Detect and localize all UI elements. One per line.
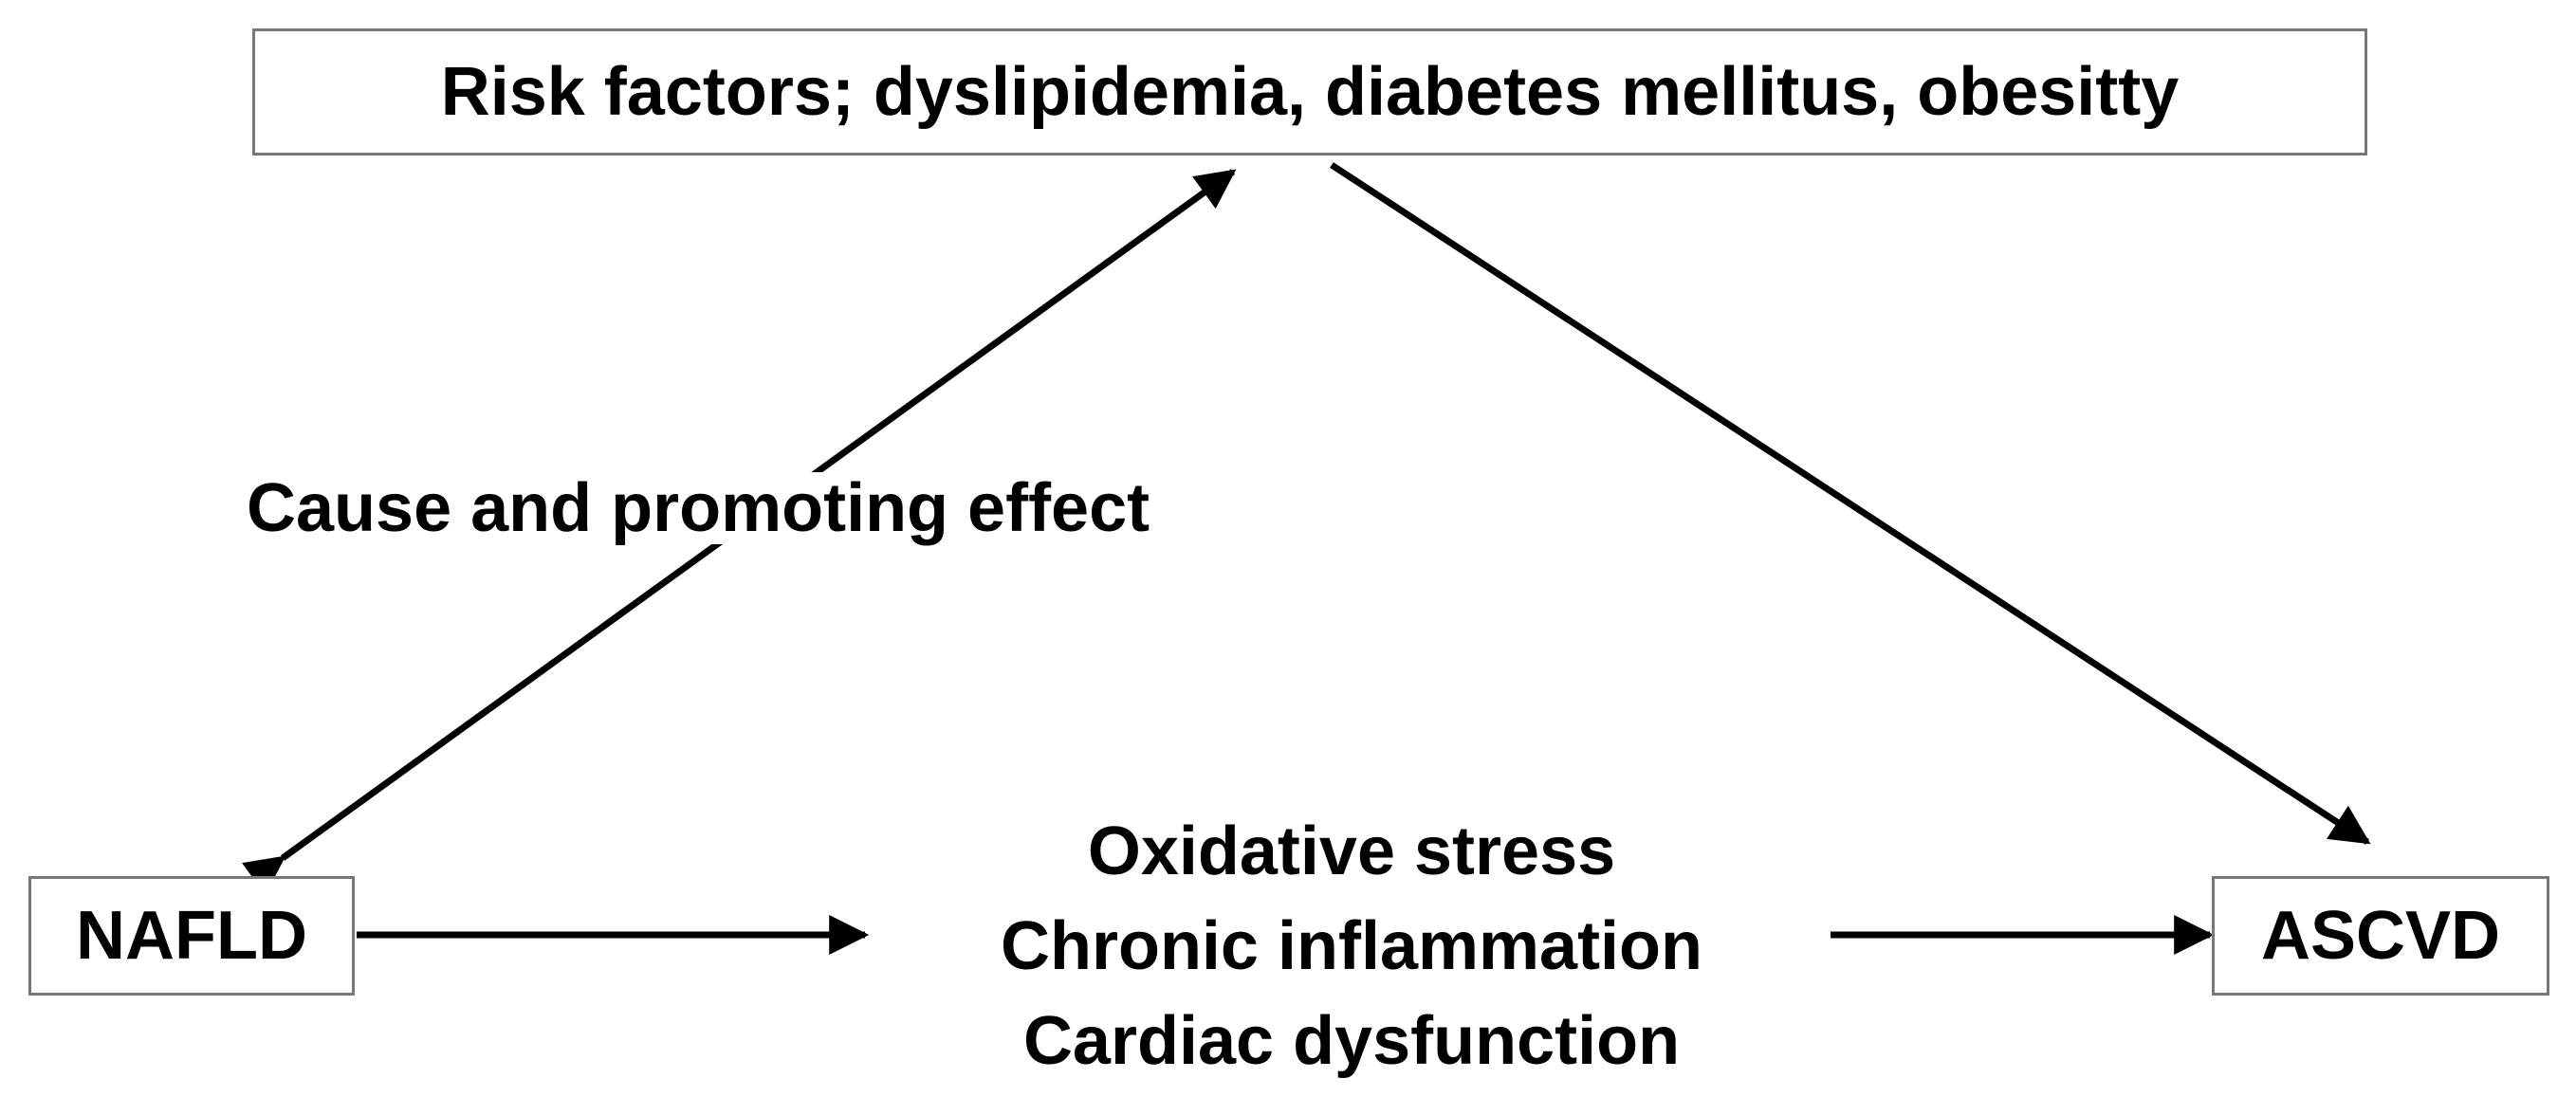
arrow-risk-to-ascvd [1330, 162, 2371, 845]
risk-factors-text: Risk factors; dyslipidemia, diabetes mel… [440, 54, 2180, 130]
nafld-box: NAFLD [28, 876, 355, 996]
ascvd-box: ASCVD [2212, 876, 2549, 996]
nafld-text: NAFLD [76, 898, 307, 974]
risk-factors-box: Risk factors; dyslipidemia, diabetes mel… [252, 28, 2367, 155]
ascvd-text: ASCVD [2260, 898, 2501, 974]
cause-and-promoting-effect-label: Cause and promoting effect [241, 472, 1156, 544]
mechanisms-label: Oxidative stress Chronic inflammation Ca… [873, 804, 1831, 1088]
mechanism-cardiac-dysfunction: Cardiac dysfunction [1022, 1003, 1681, 1079]
mechanism-chronic-inflammation: Chronic inflammation [1000, 908, 1703, 984]
mechanism-oxidative-stress: Oxidative stress [1087, 814, 1616, 889]
